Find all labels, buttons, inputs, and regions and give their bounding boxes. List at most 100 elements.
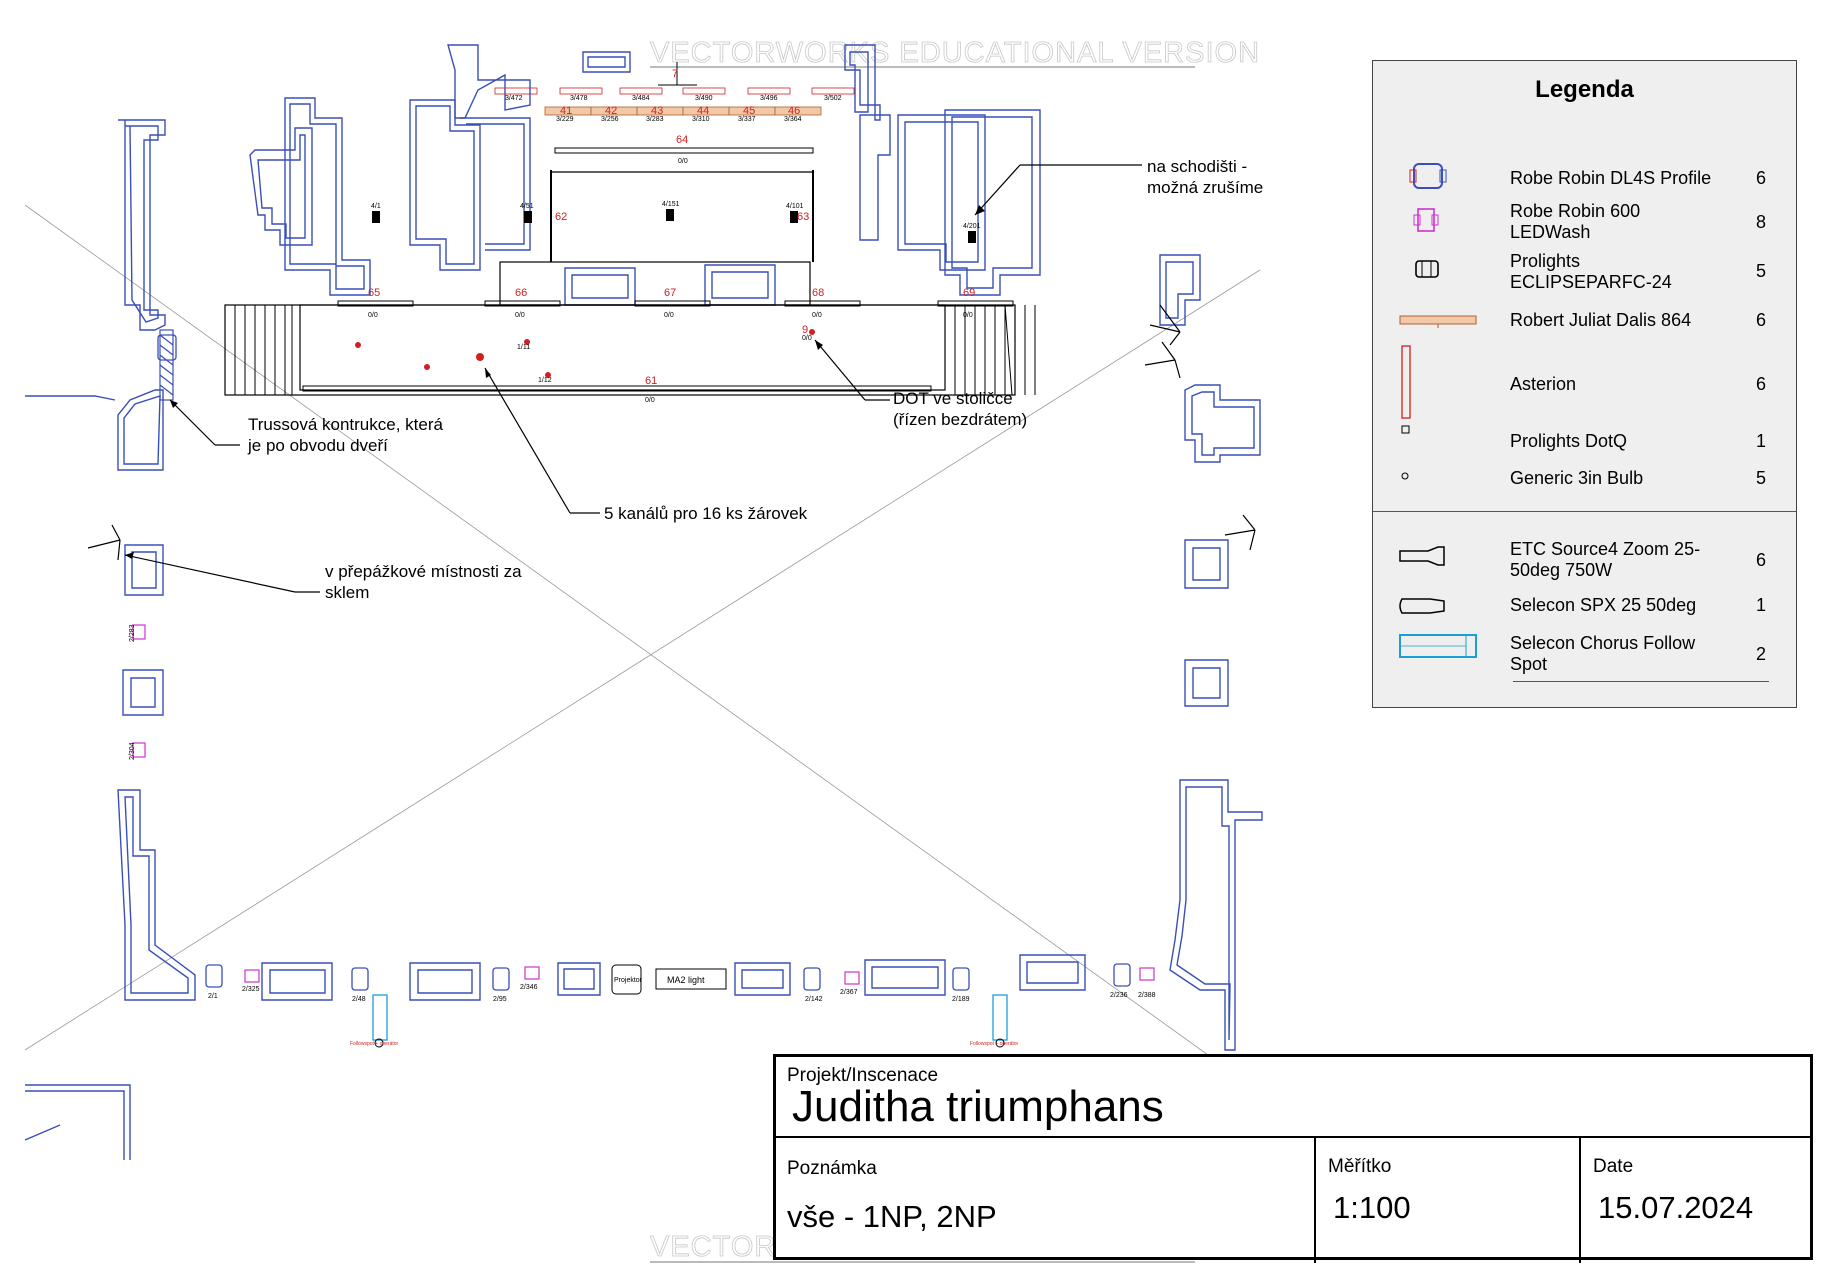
svg-text:65: 65 bbox=[368, 287, 380, 299]
svg-text:42: 42 bbox=[605, 105, 617, 117]
legend-count: 8 bbox=[1755, 212, 1766, 232]
title-divider bbox=[776, 1136, 1810, 1138]
legend-name: Prolights ECLIPSEPARFC-24 bbox=[1510, 251, 1672, 292]
svg-text:0/0: 0/0 bbox=[664, 312, 674, 319]
svg-text:3/472: 3/472 bbox=[505, 95, 523, 102]
svg-text:2/346: 2/346 bbox=[520, 984, 538, 991]
legend-name: Prolights DotQ bbox=[1510, 431, 1628, 451]
svg-text:3/310: 3/310 bbox=[692, 116, 710, 123]
svg-text:3/256: 3/256 bbox=[601, 116, 619, 123]
legend-name: ETC Source4 Zoom 25-50deg 750W bbox=[1510, 539, 1701, 580]
legend-count: 5 bbox=[1755, 468, 1766, 488]
svg-text:67: 67 bbox=[664, 287, 676, 299]
svg-text:2/325: 2/325 bbox=[242, 986, 260, 993]
projector-label: Projektor bbox=[614, 977, 643, 984]
glass-note-line2: sklem bbox=[325, 583, 369, 602]
legend-name: Robe Robin DL4S Profile bbox=[1510, 168, 1712, 188]
svg-text:0/0: 0/0 bbox=[678, 158, 688, 165]
title-divider-v2 bbox=[1579, 1136, 1581, 1263]
svg-text:46: 46 bbox=[788, 105, 800, 117]
stage-fixtures bbox=[355, 209, 976, 378]
svg-text:0/0: 0/0 bbox=[645, 397, 655, 404]
svg-text:3/484: 3/484 bbox=[632, 95, 650, 102]
svg-text:4/101: 4/101 bbox=[786, 203, 804, 210]
legend-count: 1 bbox=[1755, 595, 1766, 615]
svg-text:2/189: 2/189 bbox=[952, 996, 970, 1003]
svg-text:68: 68 bbox=[812, 287, 824, 299]
profile-fixture-icon bbox=[1398, 158, 1478, 198]
svg-text:3/337: 3/337 bbox=[738, 116, 756, 123]
scale-caption: Měřítko bbox=[1328, 1156, 1392, 1177]
legend-count: 6 bbox=[1755, 168, 1766, 188]
svg-text:0/0: 0/0 bbox=[802, 335, 812, 342]
followspot-icon bbox=[1398, 633, 1478, 673]
legend-divider bbox=[1373, 511, 1796, 512]
legend-panel: Legenda Robe Robin DL4S Profile 6 Robe R… bbox=[1372, 60, 1797, 708]
legend-title: Legenda bbox=[1535, 76, 1634, 103]
svg-text:62: 62 bbox=[555, 211, 567, 223]
svg-text:2/142: 2/142 bbox=[805, 996, 823, 1003]
legend-end-line bbox=[1513, 681, 1769, 682]
legend-name: Generic 3in Bulb bbox=[1510, 468, 1644, 488]
stage bbox=[224, 147, 1036, 396]
svg-text:4/151: 4/151 bbox=[662, 201, 680, 208]
legend-count: 2 bbox=[1755, 644, 1766, 664]
svg-text:63: 63 bbox=[797, 211, 809, 223]
svg-text:3/283: 3/283 bbox=[646, 116, 664, 123]
note-value: vše - 1NP, 2NP bbox=[787, 1199, 997, 1234]
title-divider-v1 bbox=[1314, 1136, 1316, 1263]
svg-text:44: 44 bbox=[697, 105, 709, 117]
svg-text:61: 61 bbox=[645, 375, 657, 387]
legend-count: 6 bbox=[1755, 310, 1766, 330]
svg-text:3/478: 3/478 bbox=[570, 95, 588, 102]
svg-text:3/502: 3/502 bbox=[824, 95, 842, 102]
svg-text:4/1: 4/1 bbox=[371, 203, 381, 210]
date-value: 15.07.2024 bbox=[1598, 1190, 1754, 1225]
svg-text:9: 9 bbox=[802, 324, 808, 336]
svg-text:69: 69 bbox=[963, 287, 975, 299]
svg-text:2/283: 2/283 bbox=[129, 624, 136, 642]
legend-name: Selecon Chorus Follow Spot bbox=[1510, 633, 1696, 674]
glass-note-line1: v přepážkové místnosti za bbox=[325, 562, 522, 581]
dot-note-line2: (řízen bezdrátem) bbox=[893, 410, 1027, 429]
legend-count: 5 bbox=[1755, 261, 1766, 281]
svg-text:3/229: 3/229 bbox=[556, 116, 574, 123]
stairs-note-line2: možná zrušíme bbox=[1147, 178, 1263, 197]
svg-text:64: 64 bbox=[676, 134, 688, 146]
legend-name: Robe Robin 600 LEDWash bbox=[1510, 201, 1641, 242]
console-label: MA2 light bbox=[667, 975, 705, 985]
project-caption: Projekt/Inscenace bbox=[787, 1065, 939, 1086]
scale-value: 1:100 bbox=[1333, 1190, 1411, 1225]
tube-fixture-icon bbox=[1398, 344, 1478, 420]
svg-text:4/201: 4/201 bbox=[963, 223, 981, 230]
followspot-right-label: Followspot + operátor bbox=[970, 1041, 1019, 1047]
svg-text:2/236: 2/236 bbox=[1110, 992, 1128, 999]
svg-text:43: 43 bbox=[651, 105, 663, 117]
zoom-profile-icon bbox=[1398, 539, 1478, 579]
leader-lines bbox=[124, 164, 1142, 593]
truss-note-line2: je po obvodu dveří bbox=[247, 436, 388, 455]
svg-text:41: 41 bbox=[560, 105, 572, 117]
svg-text:3/496: 3/496 bbox=[760, 95, 778, 102]
svg-text:0/0: 0/0 bbox=[515, 312, 525, 319]
date-caption: Date bbox=[1593, 1156, 1634, 1177]
svg-text:66: 66 bbox=[515, 287, 527, 299]
side-fixtures bbox=[87, 304, 1256, 561]
bulb-icon bbox=[1398, 468, 1478, 488]
par-fixture-icon bbox=[1398, 251, 1478, 291]
truss-note-line1: Trussová kontrukce, která bbox=[248, 415, 443, 434]
dot-fixture-icon bbox=[1398, 424, 1478, 444]
svg-text:1/12: 1/12 bbox=[538, 377, 552, 384]
perimeter-fixtures bbox=[132, 334, 1155, 1048]
svg-text:45: 45 bbox=[743, 105, 755, 117]
legend-name: Selecon SPX 25 50deg bbox=[1510, 595, 1697, 615]
legend-count: 6 bbox=[1755, 550, 1766, 570]
svg-text:0/0: 0/0 bbox=[812, 312, 822, 319]
cyclight-bar-icon bbox=[1398, 308, 1478, 348]
svg-text:7: 7 bbox=[672, 68, 678, 80]
svg-text:2/95: 2/95 bbox=[493, 996, 507, 1003]
dot-note-line1: DOT ve stoličce bbox=[893, 389, 1013, 408]
svg-text:4/51: 4/51 bbox=[520, 203, 534, 210]
bulbs-note: 5 kanálů pro 16 ks žárovek bbox=[604, 504, 808, 523]
